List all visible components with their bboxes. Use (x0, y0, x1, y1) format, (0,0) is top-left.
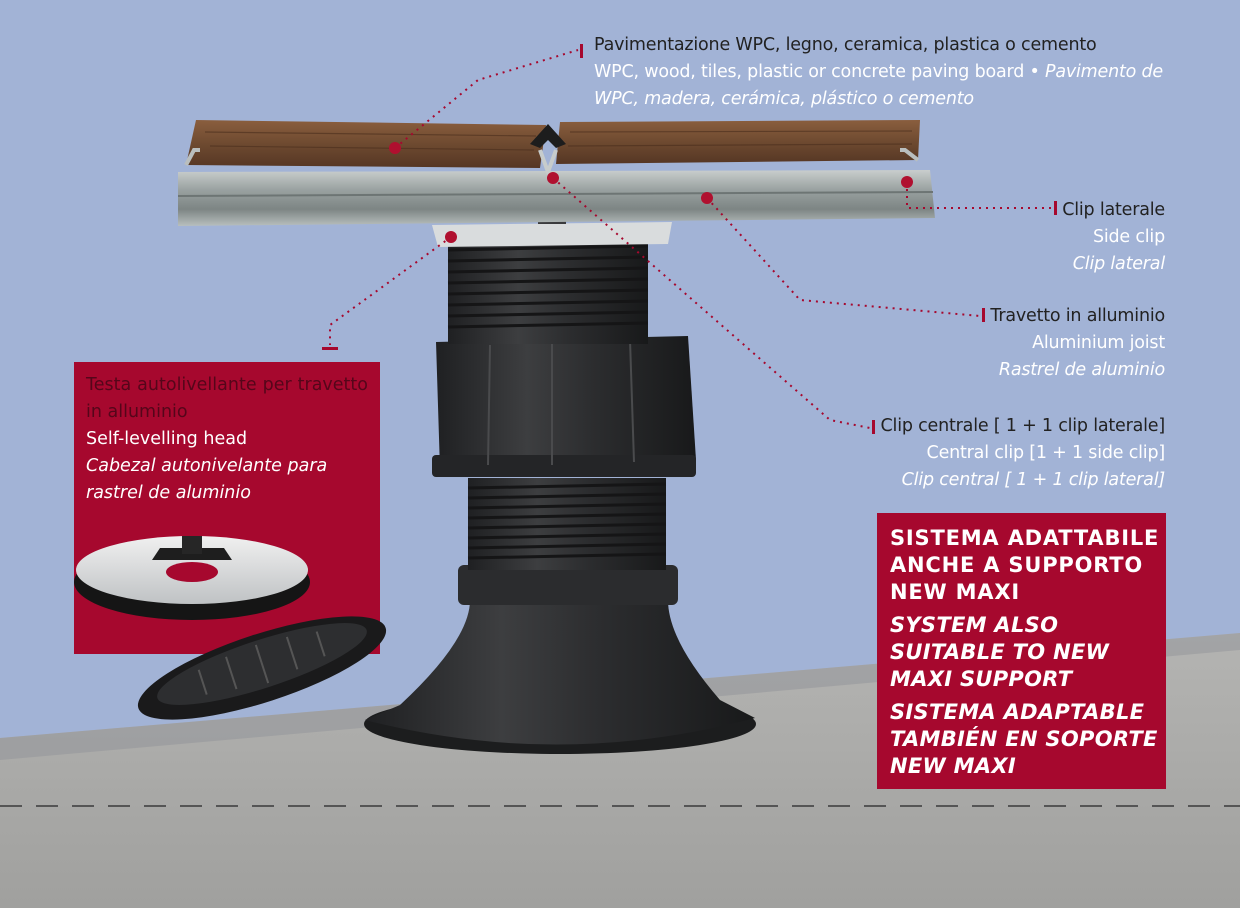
label-paving-es: Pavimento de WPC, madera, cerámica, plás… (594, 62, 1163, 109)
label-paving: Pavimentazione WPC, legno, ceramica, pla… (594, 32, 1174, 113)
label-paving-it: Pavimentazione WPC, legno, ceramica, pla… (594, 35, 1097, 55)
label-joist-es: Rastrel de aluminio (998, 360, 1165, 380)
label-central-clip: Clip centrale [ 1 + 1 clip laterale] Cen… (875, 413, 1166, 494)
label-markers (322, 44, 1057, 434)
decking-boards (184, 120, 920, 178)
label-head-it: Testa autolivellante per travetto in all… (86, 375, 368, 422)
pedestal-support (364, 208, 756, 754)
aluminium-joist (177, 170, 935, 226)
label-joist-it: Travetto in alluminio (990, 306, 1165, 326)
system-text-it: SISTEMA ADATTABILE ANCHE A SUPPORTO NEW … (890, 526, 1160, 604)
label-side-clip-it: Clip laterale (1062, 200, 1165, 220)
self-levelling-head-base (137, 616, 387, 720)
label-side-clip-en: Side clip (1092, 227, 1165, 247)
label-central-clip-it: Clip centrale [ 1 + 1 clip laterale] (880, 416, 1166, 436)
label-paving-en: WPC, wood, tiles, plastic or concrete pa… (594, 62, 1025, 82)
label-paving-separator: • (1024, 62, 1045, 82)
label-central-clip-es: Clip central [ 1 + 1 clip lateral] (901, 470, 1166, 490)
system-info-box: SISTEMA ADATTABILE ANCHE A SUPPORTO NEW … (877, 513, 1166, 789)
label-head-es: Cabezal autonivelante para rastrel de al… (86, 456, 328, 503)
leader-lines (329, 49, 1052, 429)
label-paving-en-es: WPC, wood, tiles, plastic or concrete pa… (594, 59, 1174, 113)
label-head-en: Self-levelling head (86, 429, 248, 449)
label-central-clip-en: Central clip [1 + 1 side clip] (926, 443, 1166, 463)
system-text-en: SYSTEM ALSO SUITABLE TO NEW MAXI SUPPORT (890, 613, 1110, 691)
system-text-es: SISTEMA ADAPTABLE TAMBIÉN EN SOPORTE NEW… (890, 700, 1158, 778)
label-joist: Travetto in alluminio Aluminium joist Ra… (965, 303, 1165, 384)
label-joist-en: Aluminium joist (1032, 333, 1165, 353)
label-side-clip: Clip laterale Side clip Clip lateral (965, 197, 1165, 278)
callout-dots (389, 142, 913, 243)
self-levelling-head-disc (74, 536, 310, 620)
label-side-clip-es: Clip lateral (1072, 254, 1165, 274)
